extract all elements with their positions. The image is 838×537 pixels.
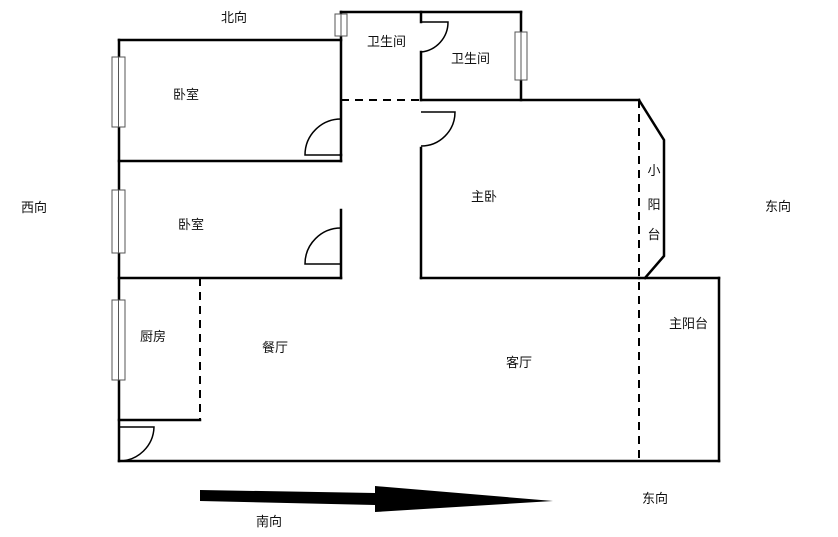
room-living-label: 客厅 bbox=[506, 356, 533, 371]
doors bbox=[118, 21, 456, 462]
walls bbox=[117, 10, 721, 463]
door-bedroom-2 bbox=[304, 227, 342, 265]
compass-east-bottom-label: 东向 bbox=[642, 492, 669, 507]
south-arrow bbox=[200, 486, 553, 512]
room-master-bedroom-label: 主卧 bbox=[471, 190, 498, 205]
room-small-balcony-label-1: 小 bbox=[647, 164, 661, 179]
door-bathroom-2 bbox=[420, 21, 449, 53]
windows bbox=[111, 13, 528, 381]
compass-east-label: 东向 bbox=[765, 200, 792, 215]
room-dining-label: 餐厅 bbox=[262, 341, 289, 356]
compass-north-label: 北向 bbox=[221, 11, 248, 26]
dashed-boundaries bbox=[199, 99, 640, 461]
compass-south-label: 南向 bbox=[256, 515, 283, 530]
room-bathroom-1-label: 卫生间 bbox=[367, 35, 407, 50]
room-master-balcony-label: 主阳台 bbox=[669, 317, 709, 332]
room-kitchen-label: 厨房 bbox=[140, 330, 167, 345]
door-bedroom-1 bbox=[304, 118, 342, 156]
room-small-balcony-label-2: 阳 bbox=[647, 198, 661, 213]
room-bedroom-2-label: 卧室 bbox=[178, 218, 205, 233]
room-bathroom-2-label: 卫生间 bbox=[451, 52, 491, 67]
room-bedroom-1-label: 卧室 bbox=[173, 88, 200, 103]
door-master-bedroom bbox=[420, 111, 456, 147]
compass-west-label: 西向 bbox=[21, 201, 48, 216]
door-entrance bbox=[118, 426, 155, 462]
room-small-balcony-label-3: 台 bbox=[647, 228, 661, 243]
